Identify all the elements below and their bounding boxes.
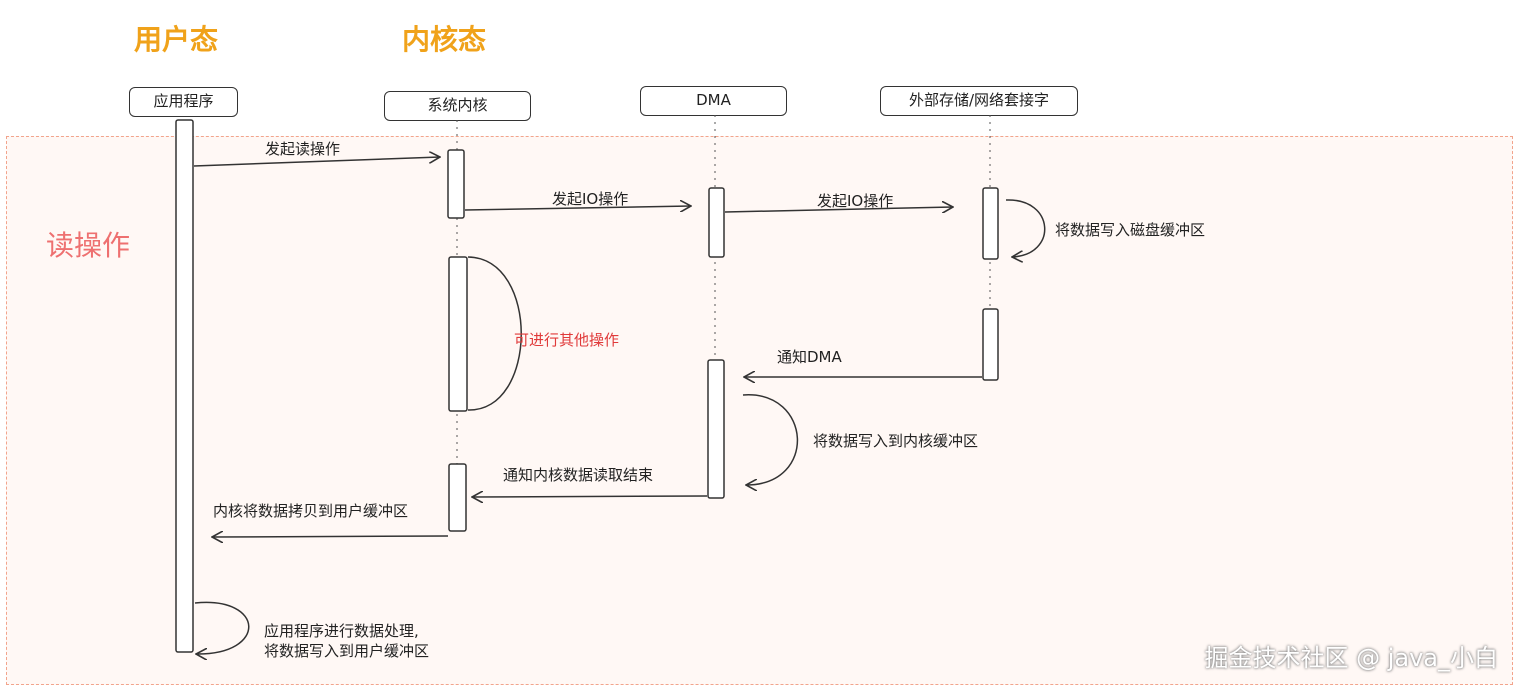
user-mode-header: 用户态 (134, 23, 219, 56)
arrow-write-kernel-buffer-loop (742, 394, 799, 485)
arrow-initiate-read (193, 157, 440, 167)
watermark: 掘金技术社区 @ java_小白 (1204, 644, 1498, 672)
msg-other-operations: 可进行其他操作 (514, 331, 620, 349)
kernel-other-ops-loop (467, 256, 522, 411)
msg-notify-kernel-done: 通知内核数据读取结束 (503, 466, 654, 484)
kernel-activation-2 (448, 256, 468, 412)
dma-activation-1 (708, 187, 725, 258)
msg-initiate-io-1: 发起IO操作 (552, 190, 629, 208)
dma-activation-2 (707, 359, 725, 499)
kernel-activation-1 (447, 149, 465, 219)
msg-notify-dma: 通知DMA (777, 348, 842, 366)
msg-app-process-line2: 将数据写入到用户缓冲区 (264, 642, 430, 660)
arrow-initiate-io-dma-to-storage (724, 207, 953, 212)
msg-copy-to-user-buffer: 内核将数据拷贝到用户缓冲区 (213, 502, 409, 520)
arrow-initiate-io-kernel-to-dma (464, 206, 691, 210)
arrow-write-disk-buffer-loop (1005, 199, 1046, 257)
msg-initiate-read: 发起读操作 (265, 140, 341, 158)
arrow-copy-to-user-buffer (212, 536, 449, 537)
msg-app-process-line1: 应用程序进行数据处理, (264, 622, 419, 640)
participant-storage: 外部存储/网络套接字 (880, 86, 1078, 116)
storage-activation-1 (982, 187, 999, 260)
kernel-mode-header: 内核态 (402, 23, 487, 56)
participant-app: 应用程序 (129, 87, 238, 117)
msg-write-kernel-buffer: 将数据写入到内核缓冲区 (813, 432, 979, 450)
msg-write-disk-buffer: 将数据写入磁盘缓冲区 (1055, 221, 1206, 239)
read-operation-region (6, 136, 1513, 685)
storage-activation-2 (982, 308, 999, 381)
kernel-activation-3 (448, 463, 467, 532)
participant-dma: DMA (640, 86, 787, 116)
read-operation-label: 读操作 (46, 229, 131, 262)
arrow-app-process-loop (195, 601, 250, 654)
msg-initiate-io-2: 发起IO操作 (817, 192, 894, 210)
arrow-notify-kernel-read-done (472, 496, 708, 497)
app-activation-bar (175, 119, 194, 653)
